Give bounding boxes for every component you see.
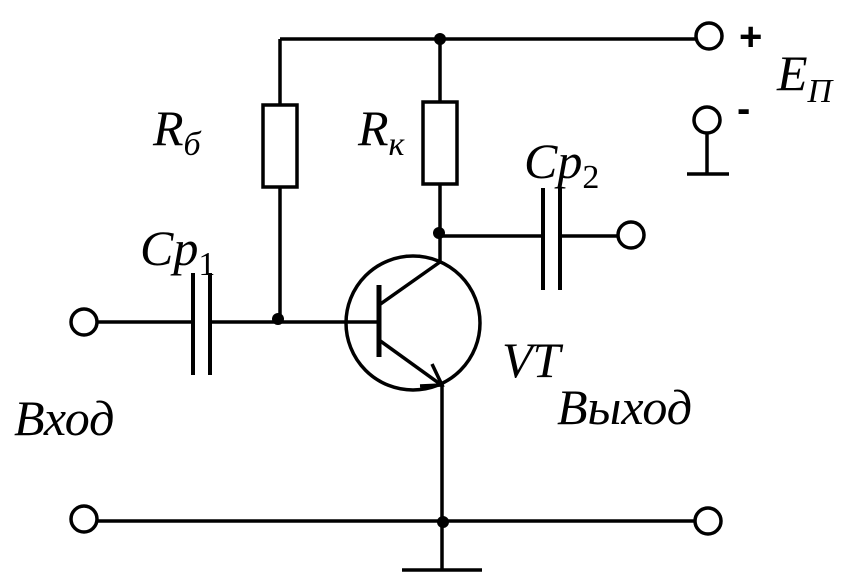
- resistor-rb: [261, 103, 299, 189]
- plus-sign: +: [739, 15, 762, 59]
- cp2-label: Cp2: [524, 133, 599, 196]
- input-terminal: [69, 307, 99, 337]
- vt-label: VT: [502, 332, 564, 388]
- transistor-emitter-lead: [377, 338, 442, 386]
- supply-plus-terminal: [694, 21, 724, 51]
- resistor-rk: [421, 100, 459, 186]
- output-label: Выход: [557, 379, 692, 435]
- supply-label: EП: [776, 45, 835, 110]
- cp1-label: Cp1: [140, 220, 215, 283]
- common-rail-junction: [437, 516, 449, 528]
- transistor-collector-lead: [377, 260, 442, 307]
- input-common-terminal: [69, 504, 99, 534]
- input-label: Вход: [14, 390, 114, 446]
- supply-minus-terminal: [692, 105, 722, 135]
- transistor-body: [344, 254, 482, 392]
- output-terminal: [616, 220, 646, 250]
- rb-label: Rб: [152, 100, 203, 163]
- rk-label: Rк: [357, 100, 406, 163]
- minus-sign: -: [737, 87, 750, 131]
- output-common-terminal: [693, 506, 723, 536]
